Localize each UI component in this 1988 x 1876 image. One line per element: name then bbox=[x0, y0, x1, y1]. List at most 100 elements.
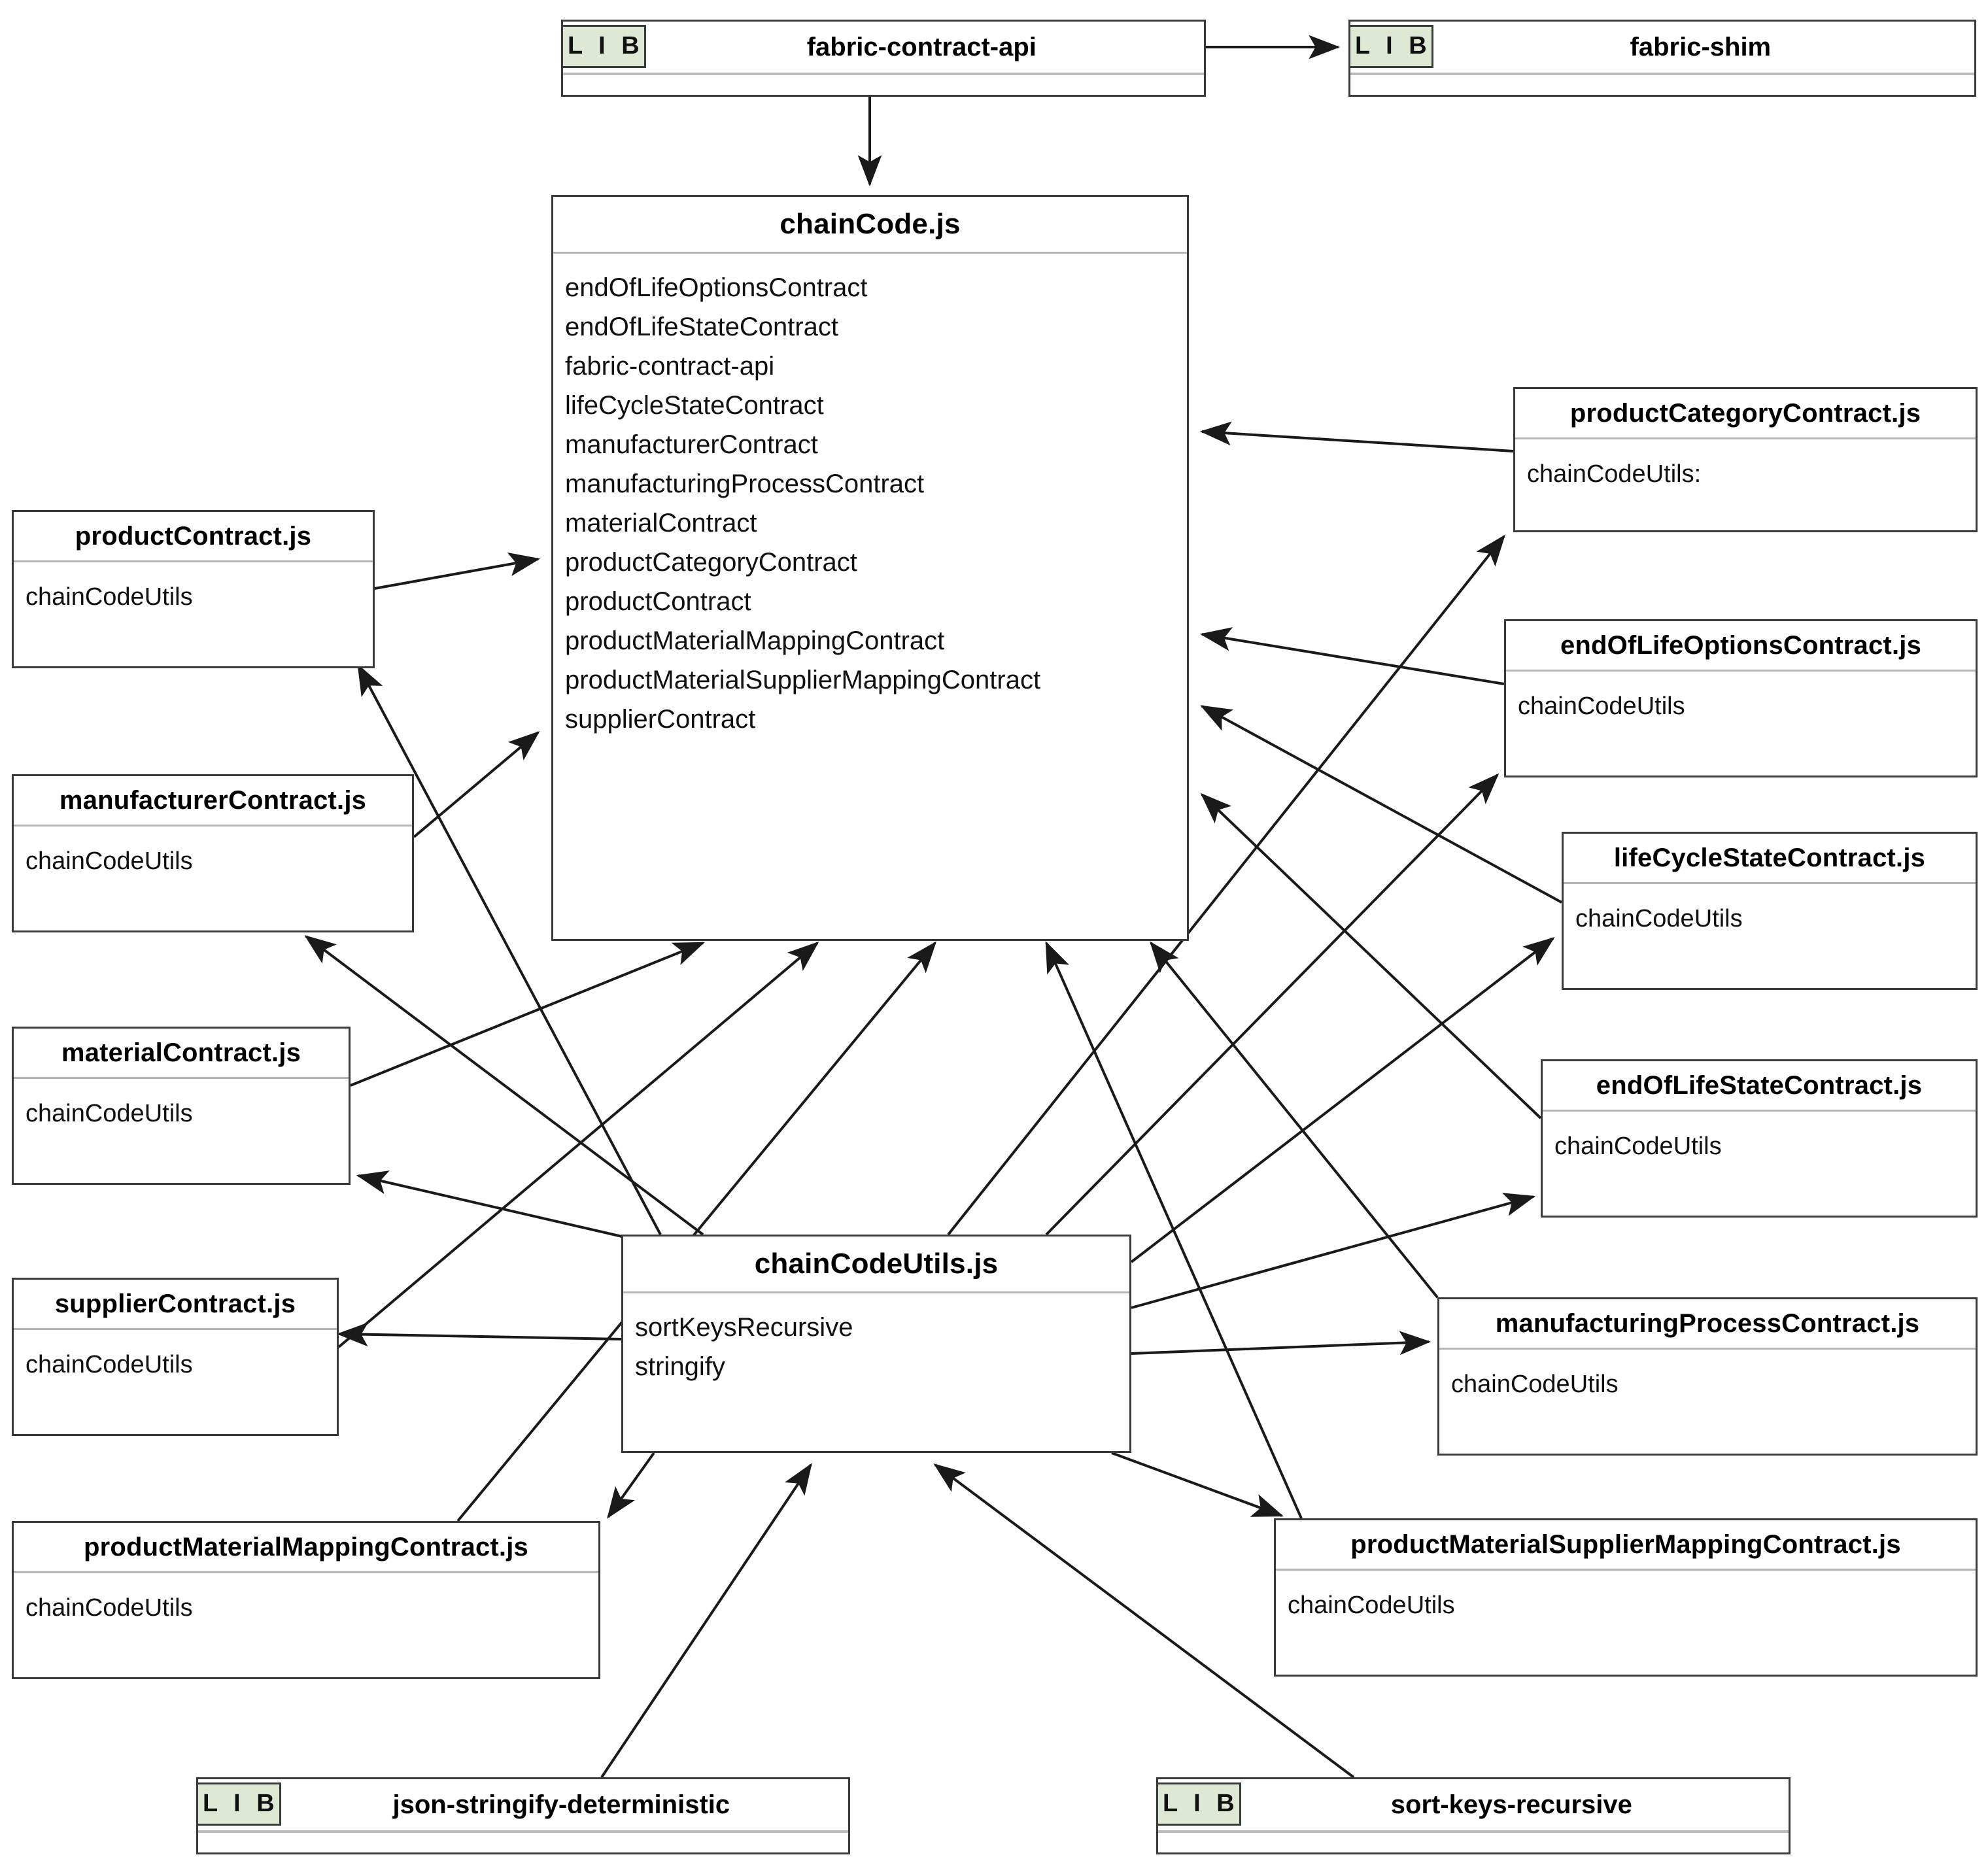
node-fabric-shim[interactable]: L I B fabric-shim bbox=[1348, 20, 1976, 97]
library-header: L I B fabric-shim bbox=[1348, 22, 1974, 73]
member-item: chainCodeUtils bbox=[1575, 905, 1743, 932]
node-title: fabric-contract-api bbox=[806, 32, 1037, 61]
member-item: stringify bbox=[635, 1352, 725, 1381]
section-divider bbox=[1564, 882, 1976, 884]
node-json-stringify-deterministic[interactable]: L I B json-stringify-deterministic bbox=[196, 1777, 850, 1854]
edge-chainCodeUtils.js-to-materialContract.js bbox=[356, 1170, 648, 1244]
section-divider bbox=[14, 1077, 349, 1079]
section-divider bbox=[198, 1830, 848, 1833]
member-item: sortKeysRecursive bbox=[635, 1313, 853, 1342]
edge-productContract.js-to-chainCode.js bbox=[374, 552, 541, 590]
library-header: L I B json-stringify-deterministic bbox=[196, 1779, 848, 1830]
node-title: chainCode.js bbox=[780, 208, 961, 240]
edge-chainCodeUtils.js-to-manufacturerContract.js bbox=[304, 935, 704, 1236]
member-item: productMaterialMappingContract bbox=[565, 626, 945, 655]
node-endOfLifeOptionsContract.js[interactable]: endOfLifeOptionsContract.js chainCodeUtil… bbox=[1504, 619, 1978, 777]
section-divider bbox=[14, 1571, 598, 1573]
member-item: supplierContract bbox=[565, 705, 756, 734]
member-item: endOfLifeOptionsContract bbox=[565, 273, 868, 302]
node-title: json-stringify-deterministic bbox=[392, 1790, 730, 1819]
node-title: endOfLifeOptionsContract.js bbox=[1560, 630, 1922, 660]
section-divider bbox=[1439, 1348, 1976, 1350]
member-list: chainCodeUtils bbox=[1564, 884, 1976, 936]
library-header: L I B fabric-contract-api bbox=[561, 22, 1204, 73]
edge-chainCodeUtils.js-to-manufacturingProcessContract.js bbox=[1131, 1331, 1431, 1356]
section-divider bbox=[563, 73, 1204, 75]
edge-manufacturingProcessContract.js-to-chainCode.js bbox=[1149, 941, 1439, 1299]
node-title: materialContract.js bbox=[61, 1038, 301, 1067]
member-item: productContract bbox=[565, 587, 751, 616]
member-list: chainCodeUtils bbox=[14, 562, 373, 615]
edge-chainCodeUtils.js-to-endOfLifeStateContract.js bbox=[1131, 1193, 1536, 1309]
node-manufacturingProcessContract.js[interactable]: manufacturingProcessContract.js chainCode… bbox=[1437, 1297, 1978, 1456]
section-divider bbox=[1350, 73, 1974, 75]
member-item: chainCodeUtils bbox=[26, 847, 193, 875]
library-badge: L I B bbox=[561, 24, 646, 68]
edge-endOfLifeStateContract.js-to-chainCode.js bbox=[1200, 793, 1542, 1119]
member-list: endOfLifeOptionsContract endOfLifeStateCo… bbox=[553, 254, 1187, 739]
section-divider bbox=[1158, 1830, 1789, 1833]
section-divider bbox=[623, 1291, 1129, 1293]
edge-chainCodeUtils.js-to-supplierContract.js bbox=[336, 1322, 622, 1347]
edge-manufacturerContract.js-to-chainCode.js bbox=[413, 730, 540, 838]
member-item: chainCodeUtils bbox=[1554, 1133, 1722, 1160]
section-divider bbox=[14, 825, 412, 827]
section-divider bbox=[1276, 1569, 1976, 1571]
node-title: chainCodeUtils.js bbox=[754, 1248, 999, 1280]
node-title: productMaterialSupplierMappingContract.j… bbox=[1350, 1529, 1901, 1559]
member-item: productCategoryContract bbox=[565, 548, 857, 577]
member-item: chainCodeUtils: bbox=[1527, 460, 1702, 488]
section-divider bbox=[1543, 1110, 1976, 1112]
edge-endOfLifeOptionsContract.js-to-chainCode.js bbox=[1199, 627, 1505, 685]
member-item: productMaterialSupplierMappingContract bbox=[565, 666, 1041, 694]
node-materialContract.js[interactable]: materialContract.js chainCodeUtils bbox=[12, 1027, 351, 1185]
member-item: lifeCycleStateContract bbox=[565, 391, 824, 420]
node-title: productMaterialMappingContract.js bbox=[84, 1532, 528, 1561]
section-divider bbox=[14, 1328, 337, 1330]
member-item: chainCodeUtils bbox=[26, 1594, 193, 1622]
node-endOfLifeStateContract.js[interactable]: endOfLifeStateContract.js chainCodeUtils bbox=[1541, 1059, 1978, 1218]
node-title: manufacturerContract.js bbox=[59, 785, 367, 815]
node-manufacturerContract.js[interactable]: manufacturerContract.js chainCodeUtils bbox=[12, 774, 414, 932]
edge-materialContract.js-to-chainCode.js bbox=[350, 942, 705, 1087]
member-list: chainCodeUtils bbox=[1439, 1350, 1976, 1402]
section-divider bbox=[1515, 437, 1976, 439]
edge-productCategoryContract.js-to-chainCode.js bbox=[1199, 421, 1514, 452]
member-item: chainCodeUtils bbox=[26, 583, 193, 611]
node-productMaterialSupplierMappingContract.js[interactable]: productMaterialSupplierMappingContract.j… bbox=[1274, 1518, 1978, 1677]
member-list: chainCodeUtils bbox=[1543, 1112, 1976, 1164]
member-item: chainCodeUtils bbox=[1518, 692, 1685, 720]
member-list: chainCodeUtils bbox=[14, 1079, 349, 1131]
section-divider bbox=[1506, 670, 1976, 672]
library-badge: L I B bbox=[1348, 24, 1433, 68]
member-item: endOfLifeStateContract bbox=[565, 313, 839, 341]
node-title: sort-keys-recursive bbox=[1390, 1790, 1632, 1819]
edge-chainCodeUtils.js-to-productMaterialMappingContract.js bbox=[607, 1452, 655, 1519]
member-item: chainCodeUtils bbox=[26, 1100, 193, 1127]
node-title: manufacturingProcessContract.js bbox=[1495, 1308, 1920, 1338]
member-list: chainCodeUtils bbox=[1506, 672, 1976, 724]
node-title: fabric-shim bbox=[1630, 32, 1772, 61]
library-badge: L I B bbox=[196, 1782, 281, 1826]
member-list: sortKeysRecursive stringify bbox=[623, 1293, 1129, 1386]
node-title: supplierContract.js bbox=[54, 1289, 296, 1318]
node-title: endOfLifeStateContract.js bbox=[1596, 1070, 1923, 1100]
node-productMaterialMappingContract.js[interactable]: productMaterialMappingContract.js chainCo… bbox=[12, 1521, 600, 1679]
member-item: fabric-contract-api bbox=[565, 352, 775, 381]
member-item: chainCodeUtils bbox=[1451, 1371, 1619, 1398]
member-item: manufacturingProcessContract bbox=[565, 469, 925, 498]
node-title: productContract.js bbox=[75, 521, 312, 551]
member-item: manufacturerContract bbox=[565, 430, 818, 459]
node-chainCodeUtils.js[interactable]: chainCodeUtils.js sortKeysRecursive string… bbox=[621, 1235, 1131, 1453]
edge-chainCodeUtils.js-to-lifeCycleStateContract.js bbox=[1130, 937, 1555, 1263]
node-fabric-contract-api[interactable]: L I B fabric-contract-api bbox=[561, 20, 1206, 97]
section-divider bbox=[14, 560, 373, 562]
member-list: chainCodeUtils bbox=[14, 827, 412, 879]
node-productContract.js[interactable]: productContract.js chainCodeUtils bbox=[12, 510, 375, 668]
